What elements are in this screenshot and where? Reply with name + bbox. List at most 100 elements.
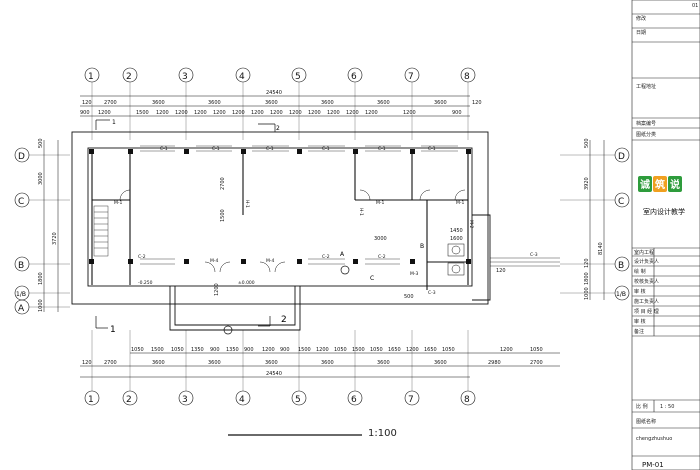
bot-bay-4: 3600 [265,360,278,366]
top-dimension-lines [80,95,470,117]
index-A: A [340,251,345,258]
bot-sub-13: 1500 [352,347,365,353]
window-openings [140,145,560,267]
field-revision: 修改 [636,15,646,22]
outer-walls [71,131,491,331]
top-sub-7: 1200 [213,110,226,116]
top-total-dim: 24540 [266,90,282,96]
top-sub-17: 900 [452,110,462,116]
door-h1-b: H-1 [358,208,364,216]
field-date: 日期 [636,30,646,36]
axis-bottom-1: 1 [88,395,94,405]
misc-dim-500: 500 [404,294,414,300]
axis-right-D: D [618,152,625,162]
axis-top-6: 6 [351,72,357,82]
bot-bay-5: 3600 [321,360,334,366]
axis-left-D: D [18,152,25,162]
right-dim-6: 1000 [584,287,590,300]
sign-row-7: 项 目 经 理 [634,308,659,315]
bot-sub-14: 1050 [370,347,383,353]
axis-top-2: 2 [126,72,132,82]
axis-top-4: 4 [239,72,245,82]
bot-sub-4: 1350 [191,347,204,353]
bot-sub-16: 1200 [406,347,419,353]
top-sub-14: 1200 [346,110,359,116]
axis-bottom-4: 4 [239,395,245,405]
left-dim-5: 1000 [38,299,44,312]
top-sub-15: 1200 [365,110,378,116]
axis-top-1: 1 [88,72,94,82]
top-bay-4: 3600 [265,100,278,106]
index-C: C [370,275,374,282]
sign-row-4: 校核负责人 [634,278,659,285]
bot-sub-15: 1650 [388,347,401,353]
right-dim-3: 8140 [598,242,604,255]
brand-name: 室内设计教学 [643,207,685,216]
left-dim-3: 3720 [52,232,58,245]
bot-bay-7: 3600 [434,360,447,366]
bot-sub-11: 1200 [316,347,329,353]
top-bay-5: 3600 [321,100,334,106]
top-sub-4: 1200 [156,110,169,116]
top-sub-16: 1200 [403,110,416,116]
top-bay-2: 3600 [152,100,165,106]
elevation-minus: -0.250 [138,280,153,286]
left-dim-2: 3000 [38,172,44,185]
bot-sub-10: 1500 [298,347,311,353]
top-edge-left: 120 [82,100,92,106]
window-c1-e: C-1 [378,146,386,152]
misc-dim-1500: 1500 [220,209,226,222]
bot-sub-17: 1650 [424,347,437,353]
field-archive-no: 档案编号 [636,120,656,127]
door-swings [119,189,466,273]
section-2-label: 2 [281,315,287,325]
svg-text:筑: 筑 [655,178,665,191]
sign-row-3: 绘 制 [634,268,646,275]
axis-bottom-5: 5 [295,395,301,405]
sign-row-5: 审 核 [634,288,646,295]
section-1-top-label: 1 [112,119,116,126]
section-2-top-label: 2 [276,125,280,132]
axis-leaders [29,82,615,391]
bot-sub-2: 1500 [151,347,164,353]
window-c3-b: C-3 [428,290,436,296]
window-c1-a: C-1 [160,146,168,152]
bot-sub-9: 900 [280,347,290,353]
axis-bottom-3: 3 [182,395,188,405]
right-dim-4: 1800 [584,272,590,285]
field-project-address: 工程地址 [636,83,656,90]
axis-top-3: 3 [182,72,188,82]
window-c2-a: C-2 [138,254,146,260]
top-sub-1: 900 [80,110,90,116]
sign-row-2: 设计负责人 [634,258,659,265]
top-sub-8: 1200 [232,110,245,116]
window-c1-f: C-1 [428,146,436,152]
top-sub-3: 1500 [136,110,149,116]
bot-bay-3: 3600 [208,360,221,366]
sign-row-9: 备注 [634,328,644,335]
section-markers [95,119,350,335]
window-c2-c: C-2 [378,254,386,260]
left-dim-1: 500 [38,138,44,148]
top-sub-12: 1200 [308,110,321,116]
drawing-name-label: 图纸名称 [636,418,656,425]
top-bay-1: 2700 [104,100,117,106]
top-sub-5: 1200 [175,110,188,116]
top-sub-6: 1200 [194,110,207,116]
sign-row-6: 施工负责人 [634,298,659,305]
sign-row-1: 室内工程 [634,249,654,256]
page-number: 01 [692,3,698,9]
axis-left-C: C [18,197,24,207]
door-m3: M-3 [410,271,419,277]
drawing-number: PM-01 [642,461,664,469]
axis-top-5: 5 [295,72,301,82]
sign-row-8: 审 核 [634,318,646,325]
bot-sub-3: 1050 [171,347,184,353]
bot-sub-7: 900 [244,347,254,353]
index-B: B [420,243,424,250]
window-c1-b: C-1 [212,146,220,152]
door-m2: M-2 [468,220,474,229]
axis-left-1B: 1/B [16,291,26,298]
